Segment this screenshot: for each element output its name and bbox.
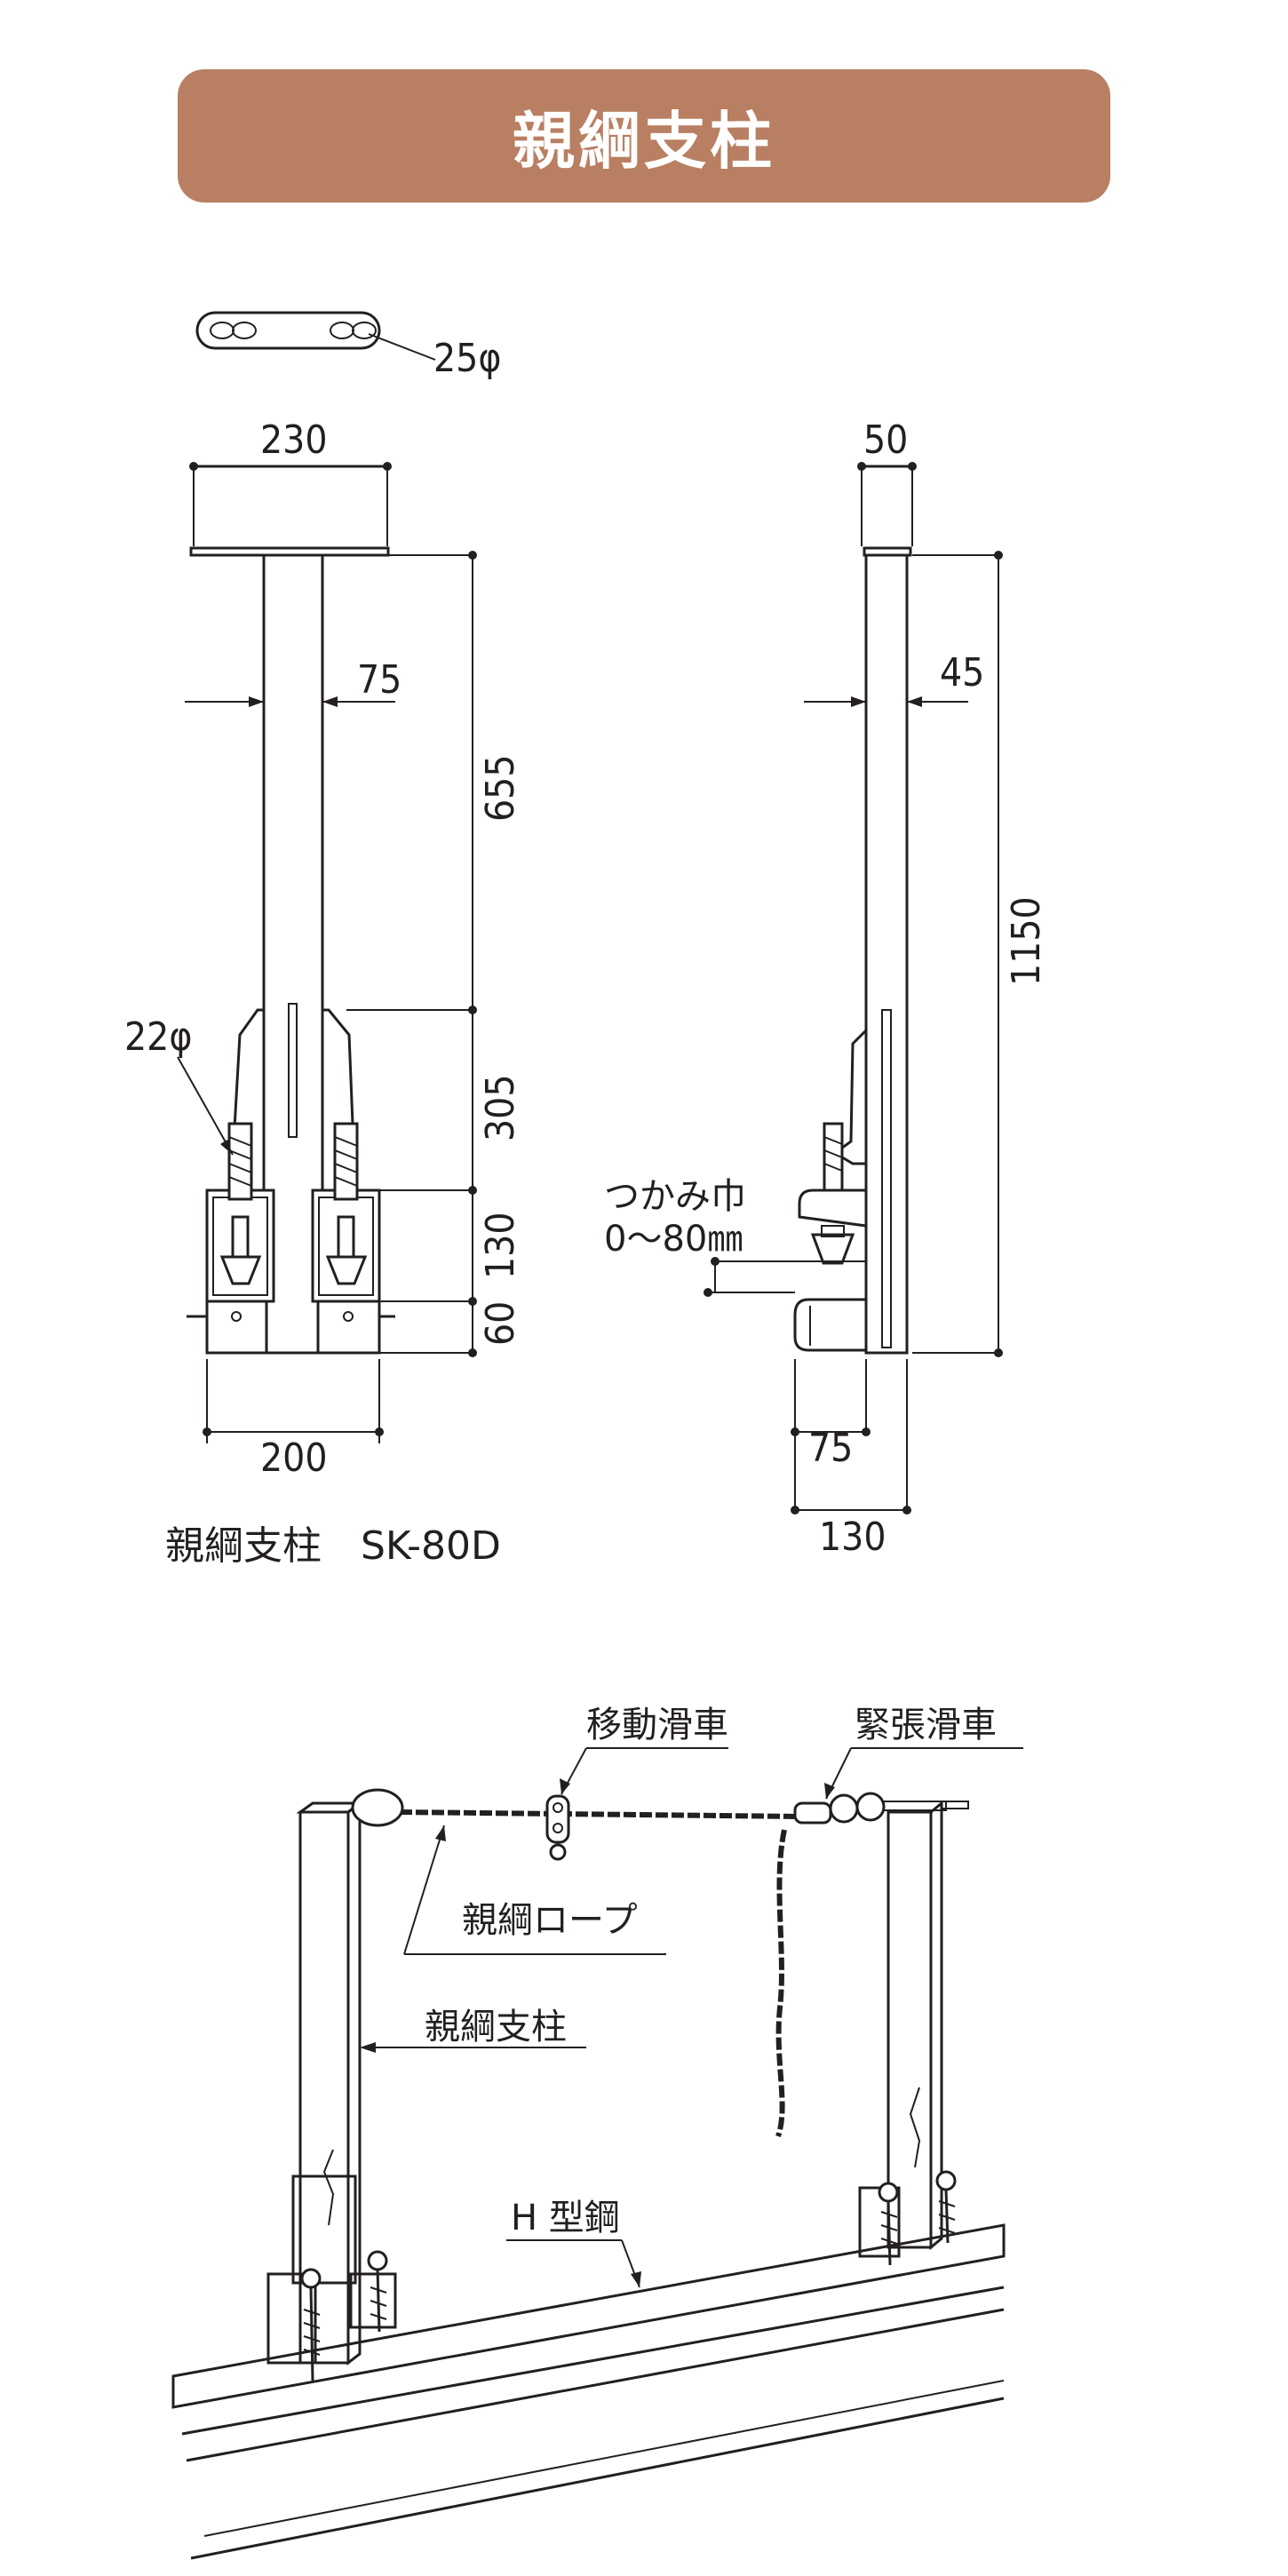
right-post [858,1800,969,2266]
post-label: 親綱支柱 [425,2007,567,2047]
side-view: 50 45 1150 つかみ巾 0〜80㎜ [604,417,1049,1560]
installation-illustration: 移動滑車 緊張滑車 親綱ロープ 親綱支柱 H 型鋼 [171,1705,1023,2560]
rope [351,1788,800,2137]
hole-diameter-label: 25φ [433,336,501,381]
page-title: 親綱支柱 [513,104,775,178]
h-beam [171,2223,1006,2560]
height-dim-655: 655 [478,754,523,822]
base-width-dim: 200 [260,1435,328,1481]
side-top-width-dim: 50 [863,417,908,463]
moving-pulley [545,1794,570,1861]
tension-pulley [793,1792,947,1825]
base-depth-dim: 130 [819,1515,886,1560]
grip-width-label: つかみ巾 [604,1176,746,1217]
side-depth-dim: 45 [940,650,984,696]
height-dim-130: 130 [478,1212,523,1279]
top-width-dim: 230 [260,417,328,463]
rope-label: 親綱ロープ [462,1900,638,1941]
title-banner: 親綱支柱 [178,69,1110,203]
grip-range-label: 0〜80㎜ [604,1219,743,1260]
product-caption: 親綱支柱 SK-80D [165,1523,501,1569]
top-plate-detail: 25φ [195,311,501,381]
inner-depth-dim: 75 [808,1426,853,1471]
total-height-dim: 1150 [1004,896,1049,986]
post-width-dim: 75 [357,657,402,703]
tension-pulley-label: 緊張滑車 [855,1705,997,1745]
left-post [266,1800,397,2381]
height-dim-305: 305 [478,1074,523,1141]
beam-label: H 型鋼 [511,2198,620,2238]
height-dim-60: 60 [478,1301,523,1346]
moving-pulley-label: 移動滑車 [586,1705,728,1745]
front-view: 25φ 230 75 [124,311,523,1481]
bolt-diameter-label: 22φ [124,1014,192,1060]
